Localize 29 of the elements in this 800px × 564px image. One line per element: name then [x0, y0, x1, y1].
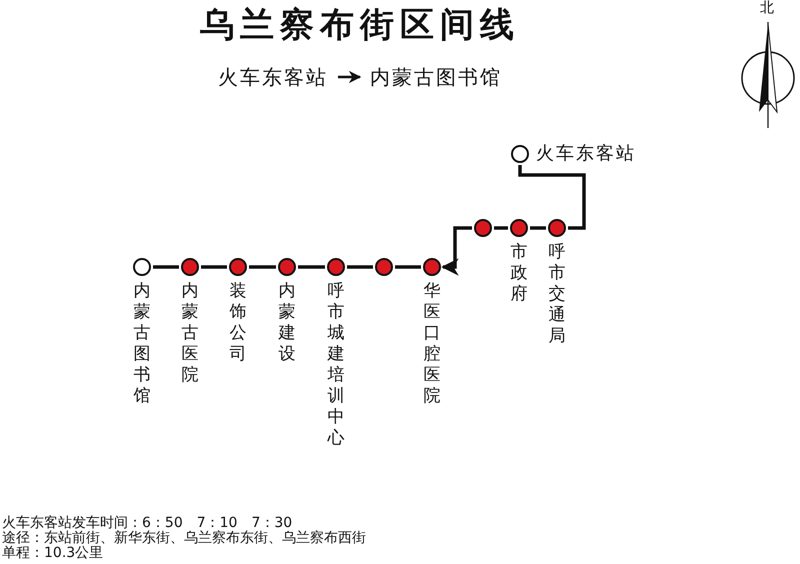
route-line — [530, 226, 546, 230]
route-line — [298, 265, 325, 269]
map-title: 乌兰察布街区间线 — [199, 4, 521, 47]
stop-circle — [474, 219, 492, 237]
route-line — [153, 265, 179, 269]
route-line — [494, 226, 508, 230]
route-endpoint-text: 火车东客站 — [218, 64, 328, 91]
stop-circle — [375, 258, 393, 276]
stop-name: 内蒙建设 — [278, 281, 296, 365]
arrow — [338, 70, 362, 84]
route-endpoint-text: 内蒙古图书馆 — [370, 64, 502, 91]
stop-name: 呼市交通局 — [548, 242, 566, 347]
route-note: 火车东客站发车时间：6：50 7：10 7：30 — [2, 516, 292, 530]
route-note: 单程：10.3公里 — [2, 546, 104, 560]
stop-name: 内蒙古图书馆 — [133, 281, 151, 407]
route-line — [347, 265, 373, 269]
route-line — [395, 265, 421, 269]
stop-name: 华医口腔医院 — [423, 281, 441, 407]
stop-name: 市政府 — [510, 242, 528, 305]
route-note: 途径：东站前街、新华东街、乌兰察布东街、乌兰察布西街 — [2, 531, 366, 545]
route-line — [249, 265, 276, 269]
stop-name: 呼市城建培训中心 — [327, 281, 345, 449]
route-line — [518, 165, 586, 230]
north-label: 北 — [760, 0, 774, 16]
route-line — [201, 265, 227, 269]
route-line — [441, 226, 472, 276]
stop-name: 内蒙古医院 — [181, 281, 199, 386]
stop-name: 装饰公司 — [229, 281, 247, 365]
stop-name: 火车东客站 — [536, 142, 636, 165]
